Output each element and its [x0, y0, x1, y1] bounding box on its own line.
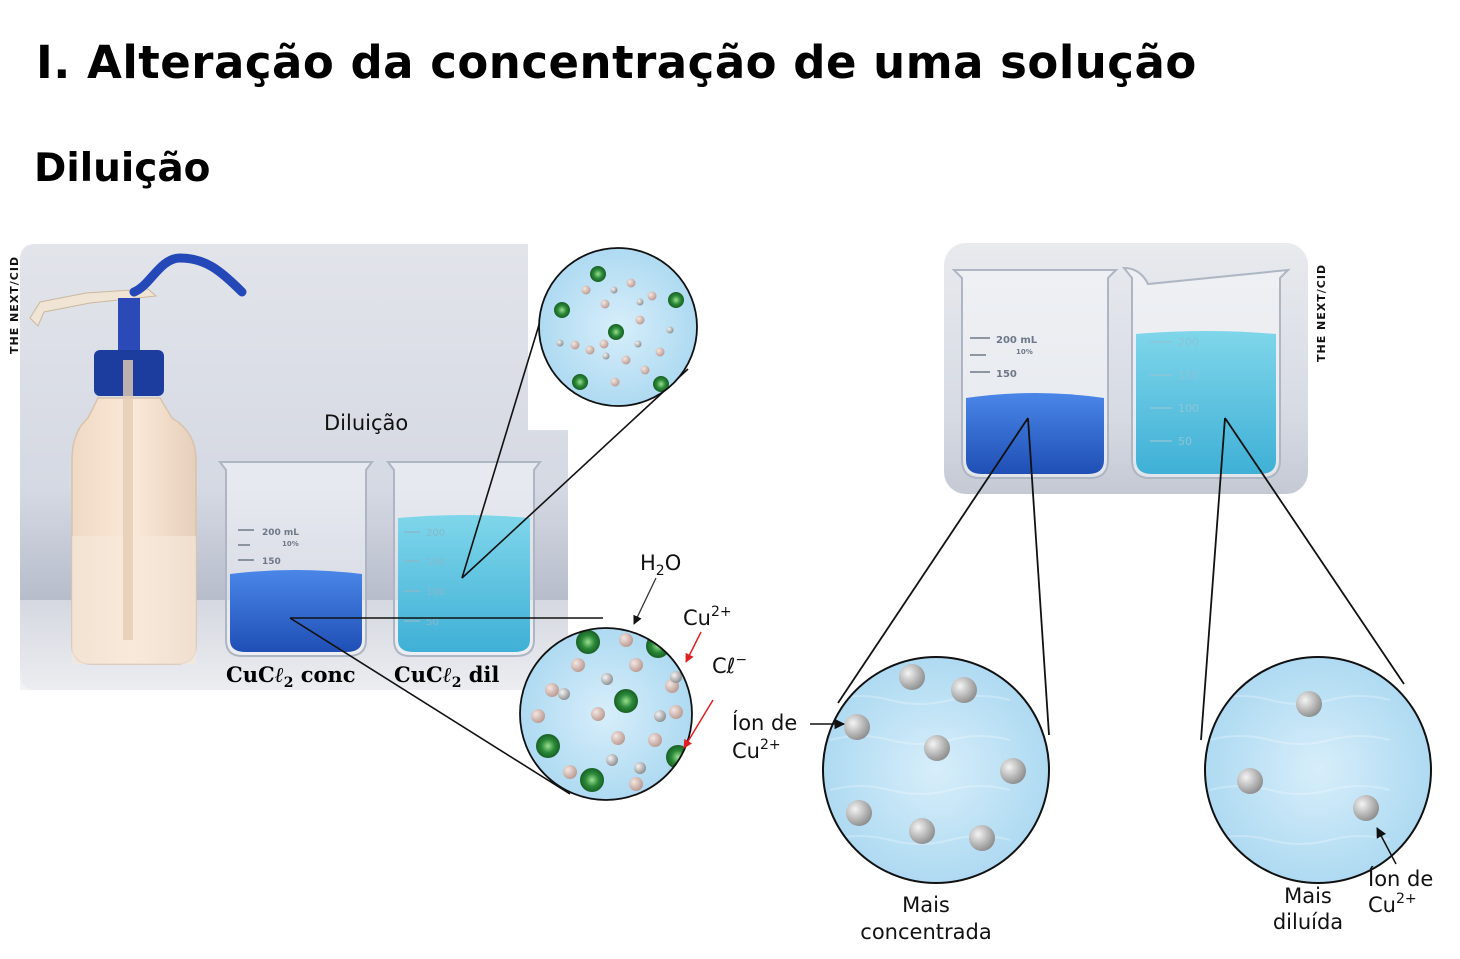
- zoom-circle-concentrated: [519, 627, 693, 801]
- right-beaker-conc: 200 mL 10% 150: [951, 269, 1119, 479]
- wash-bottle-icon: [29, 253, 247, 665]
- beaker-dil: 200 150 100 50: [386, 461, 542, 657]
- conc-ion-label-line2: Cu2+: [732, 737, 781, 763]
- dil-ion-label-line2: Cu2+: [1368, 891, 1417, 917]
- beaker-conc-mark-200: 200 mL: [262, 528, 299, 538]
- dil-caption-line1: Mais: [1284, 884, 1332, 908]
- concentrated-solution: [230, 570, 362, 652]
- beaker-conc-mark-10: 10%: [282, 540, 299, 548]
- right-dil-mark-150: 150: [1178, 369, 1199, 382]
- beaker-dil-mark-200: 200: [426, 528, 445, 539]
- right-photo: 200 mL 10% 150 200 150 100 50 THE NEXT/C…: [944, 243, 1328, 494]
- right-conc-mark-200: 200 mL: [996, 335, 1038, 346]
- beaker-dil-mark-150: 150: [426, 557, 445, 568]
- h2o-arrow: [633, 577, 657, 625]
- page-title: I. Alteração da concentração de uma solu…: [36, 36, 1197, 89]
- beaker-conc-mark-150: 150: [262, 557, 281, 567]
- conc-ion-label-line1: Íon de: [732, 710, 797, 735]
- cu-ion-label: Cu2+: [683, 604, 732, 630]
- right-beaker-dil: 200 150 100 50: [1121, 266, 1291, 479]
- left-zoom-labels: H2O Cu2+ Cℓ−: [633, 551, 747, 749]
- cu-arrow: [685, 631, 702, 663]
- cl-ion-label: Cℓ−: [712, 652, 747, 678]
- h2o-label: H2O: [640, 551, 681, 579]
- beaker-conc-label: CuCℓ2 conc: [226, 662, 356, 691]
- right-conc-mark-150: 150: [996, 369, 1017, 380]
- zoom-circle-more-concentrated: [822, 656, 1050, 884]
- zoom-circle-dilute: [538, 247, 698, 407]
- zoom-lines-left: [289, 314, 689, 795]
- dil-ion-arrow: [1376, 827, 1397, 865]
- zoom-circle-more-dilute: [1204, 656, 1432, 884]
- right-zoom-labels: Íon de Cu2+ Mais concentrada Íon de Cu2+…: [732, 710, 1433, 944]
- right-dil-mark-200: 200: [1178, 336, 1199, 349]
- photo-credit-left: THE NEXT/CID: [8, 256, 21, 354]
- dilution-arrow-label: Diluição: [324, 411, 408, 435]
- beaker-dil-mark-100: 100: [426, 587, 445, 598]
- photo-credit-right: THE NEXT/CID: [1315, 264, 1328, 362]
- beaker-conc: 200 mL 10% 150: [218, 461, 374, 657]
- left-photo: 200 mL 10% 150 200 150 100 50 Diluição C…: [8, 244, 568, 691]
- dil-ion-label-line1: Íon de: [1368, 866, 1433, 891]
- section-subtitle: Diluição: [34, 146, 211, 191]
- dilute-solution: [398, 515, 530, 652]
- cl-arrow: [683, 699, 714, 749]
- conc-caption-line1: Mais: [902, 893, 950, 917]
- right-conc-mark-10: 10%: [1016, 348, 1033, 356]
- beaker-dil-label: CuCℓ2 dil: [394, 662, 499, 691]
- beaker-dil-mark-50: 50: [426, 617, 439, 628]
- right-dil-mark-100: 100: [1178, 402, 1199, 415]
- dil-caption-line2: diluída: [1273, 910, 1343, 934]
- zoom-lines-right: [837, 417, 1405, 741]
- conc-caption-line2: concentrada: [860, 920, 991, 944]
- right-dil-mark-50: 50: [1178, 435, 1192, 448]
